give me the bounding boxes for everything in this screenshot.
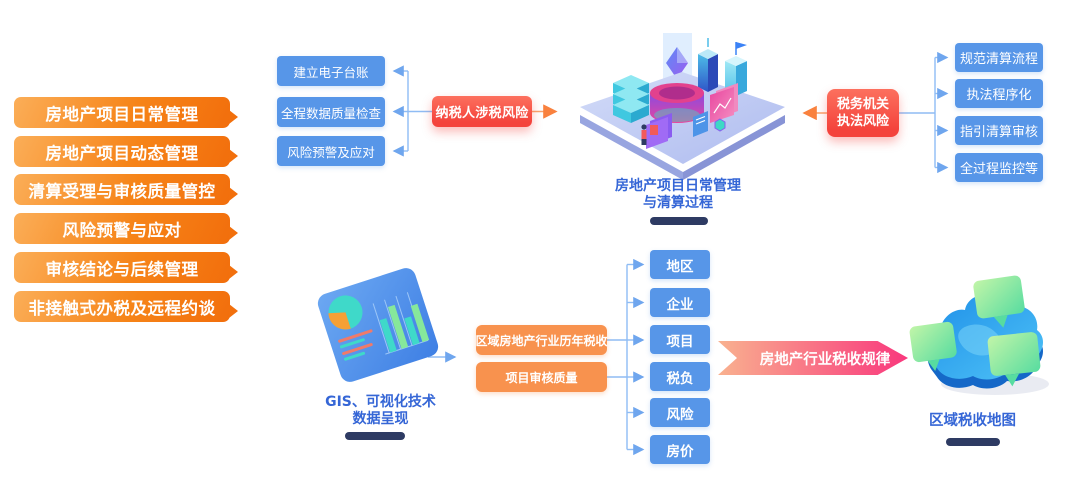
process-caption-line2: 与清算过程 [643, 195, 713, 211]
stage-banner: 审核结论与后续管理 [14, 252, 238, 283]
caption-underline [946, 438, 1000, 446]
stage-banner: 非接触式办税及远程约谈 [14, 291, 238, 322]
safeguard-box: 全过程监控等 [955, 153, 1043, 182]
dimension-box: 企业 [650, 288, 710, 317]
measure-box: 建立电子台账 [277, 56, 385, 86]
process-caption: 房地产项目日常管理 与清算过程 [588, 178, 768, 212]
authority-risk-line1: 税务机关 [836, 97, 889, 112]
process-caption-line1: 房地产项目日常管理 [615, 178, 741, 194]
measure-box: 全程数据质量检查 [277, 97, 385, 127]
gis-caption-line1: GIS、可视化技术 [325, 394, 436, 410]
tax-law-arrow: 房地产行业税收规律 [718, 341, 908, 375]
dimension-box: 风险 [650, 398, 710, 427]
safeguard-box: 执法程序化 [955, 79, 1043, 108]
stage-banner: 房地产项目动态管理 [14, 136, 238, 167]
gis-caption-line2: 数据呈现 [352, 411, 409, 427]
map-caption: 区域税收地图 [929, 413, 1016, 429]
stage-banner: 房地产项目日常管理 [14, 97, 238, 128]
dimension-box: 税负 [650, 362, 710, 391]
city-platform-illustration [580, 33, 785, 180]
dimension-box: 项目 [650, 325, 710, 354]
input-box: 项目审核质量 [476, 362, 607, 392]
stage-banner: 清算受理与审核质量管控 [14, 174, 238, 205]
safeguard-box: 指引清算审核 [955, 116, 1043, 145]
dimension-box: 房价 [650, 435, 710, 464]
dimension-box: 地区 [650, 250, 710, 279]
caption-underline [345, 432, 405, 440]
taxpayer-risk-box: 纳税人涉税风险 [432, 96, 532, 127]
caption-underline [650, 217, 708, 225]
gis-caption: GIS、可视化技术 数据呈现 [308, 394, 453, 428]
measure-box: 风险预警及应对 [277, 136, 385, 166]
stage-banner: 风险预警与应对 [14, 213, 238, 244]
tax-map-illustration [909, 275, 1049, 395]
authority-risk-box: 税务机关 执法风险 [827, 89, 899, 137]
safeguard-box: 规范清算流程 [955, 43, 1043, 72]
input-box: 区域房地产行业历年税收 [476, 325, 608, 355]
authority-risk-line2: 执法风险 [836, 114, 889, 129]
gis-dashboard-illustration [317, 268, 439, 382]
